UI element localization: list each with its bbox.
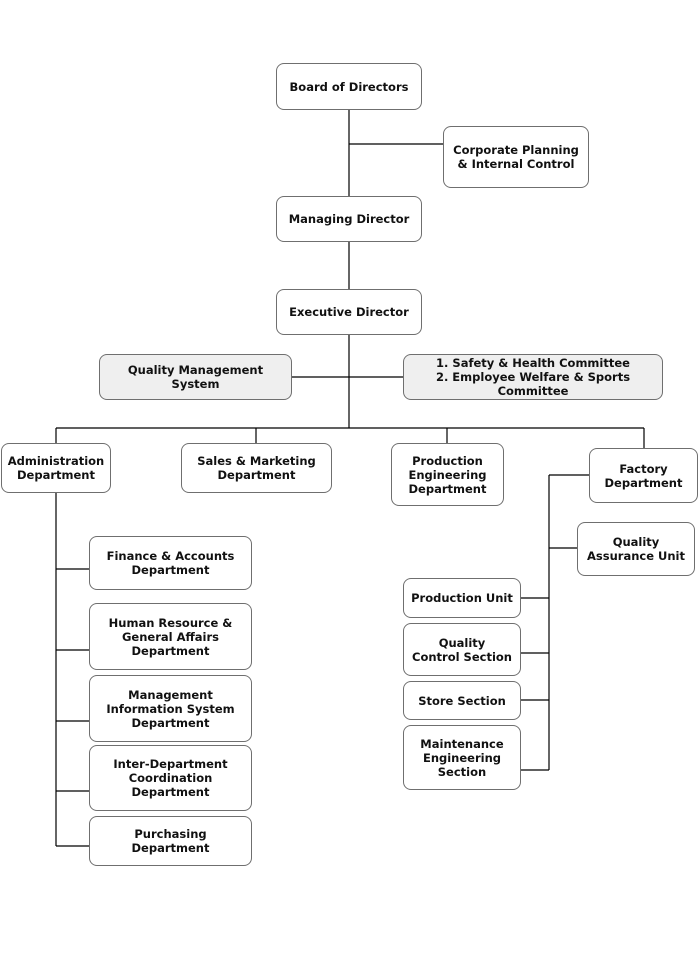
- node-production-engineering-department: Production Engineering Department: [391, 443, 504, 506]
- node-maintenance-engineering-section: Maintenance Engineering Section: [403, 725, 521, 790]
- node-store-section: Store Section: [403, 681, 521, 720]
- node-board-of-directors: Board of Directors: [276, 63, 422, 110]
- node-executive-director: Executive Director: [276, 289, 422, 335]
- node-human-resource-department: Human Resource & General Affairs Departm…: [89, 603, 252, 670]
- node-managing-director: Managing Director: [276, 196, 422, 242]
- node-administration-department: Administration Department: [1, 443, 111, 493]
- node-factory-department: Factory Department: [589, 448, 698, 503]
- node-quality-control-section: Quality Control Section: [403, 623, 521, 676]
- node-finance-accounts-department: Finance & Accounts Department: [89, 536, 252, 590]
- node-corporate-planning: Corporate Planning & Internal Control: [443, 126, 589, 188]
- node-mis-department: Management Information System Department: [89, 675, 252, 742]
- node-committees: 1. Safety & Health Committee 2. Employee…: [403, 354, 663, 400]
- node-quality-management-system: Quality Management System: [99, 354, 292, 400]
- node-inter-department-coordination: Inter-Department Coordination Department: [89, 745, 252, 811]
- node-quality-assurance-unit: Quality Assurance Unit: [577, 522, 695, 576]
- node-purchasing-department: Purchasing Department: [89, 816, 252, 866]
- node-sales-marketing-department: Sales & Marketing Department: [181, 443, 332, 493]
- node-production-unit: Production Unit: [403, 578, 521, 618]
